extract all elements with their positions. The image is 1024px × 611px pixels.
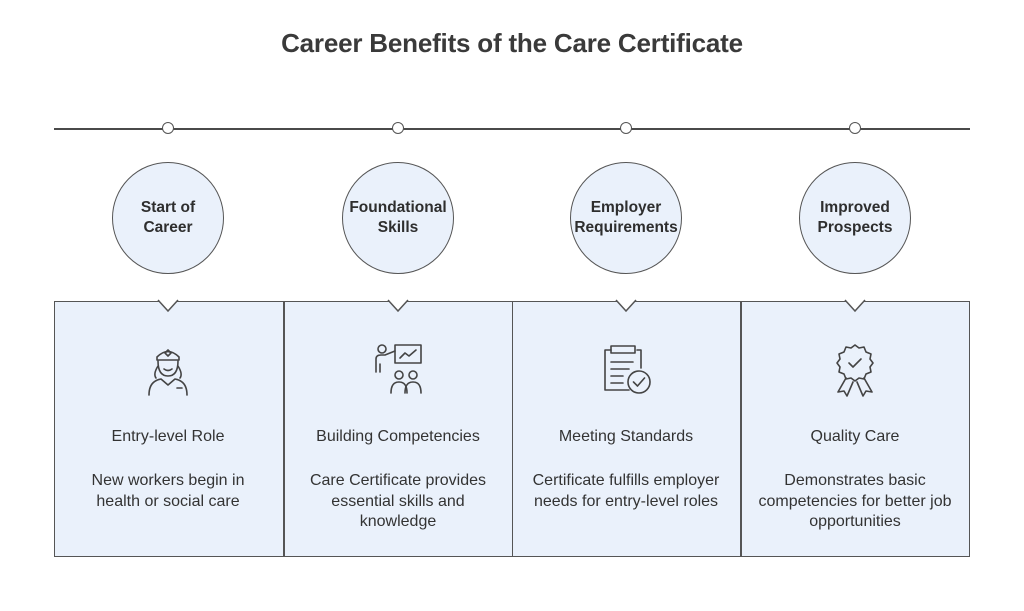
stage-label: Employer Requirements (574, 199, 678, 236)
page-title: Career Benefits of the Care Certificate (281, 28, 743, 58)
stage-heading: Meeting Standards (558, 428, 694, 445)
stage-circle-foundational-skills: Foundational Skills (342, 162, 454, 274)
checklist-clipboard-icon (597, 340, 655, 398)
teaching-presentation-icon (369, 340, 427, 398)
timeline-marker (849, 122, 861, 134)
stage-heading: Quality Care (810, 428, 900, 445)
stage-description: Demonstrates basic competencies for bett… (758, 472, 952, 530)
timeline-marker (620, 122, 632, 134)
stage-circle-employer-requirements: Employer Requirements (570, 162, 682, 274)
stage-label: Foundational Skills (349, 199, 447, 236)
stage-description: Care Certificate provides essential skil… (309, 472, 487, 530)
stage-heading: Building Competencies (316, 428, 480, 445)
stage-label: Start of Career (140, 199, 196, 236)
stage-circle-start-of-career: Start of Career (112, 162, 224, 274)
timeline-line (54, 128, 970, 130)
stage-label: Improved Prospects (817, 199, 893, 236)
stage-panel (512, 301, 741, 557)
stage-panel (741, 301, 970, 557)
care-worker-icon (139, 340, 197, 398)
award-badge-icon (826, 340, 884, 398)
stage-circle-improved-prospects: Improved Prospects (799, 162, 911, 274)
stage-panel (284, 301, 513, 557)
timeline-marker (392, 122, 404, 134)
stage-heading: Entry-level Role (111, 428, 225, 445)
stage-panel (54, 301, 284, 557)
timeline-marker (162, 122, 174, 134)
stage-description: Certificate fulfills employer needs for … (532, 472, 720, 510)
stage-description: New workers begin in health or social ca… (91, 472, 245, 510)
